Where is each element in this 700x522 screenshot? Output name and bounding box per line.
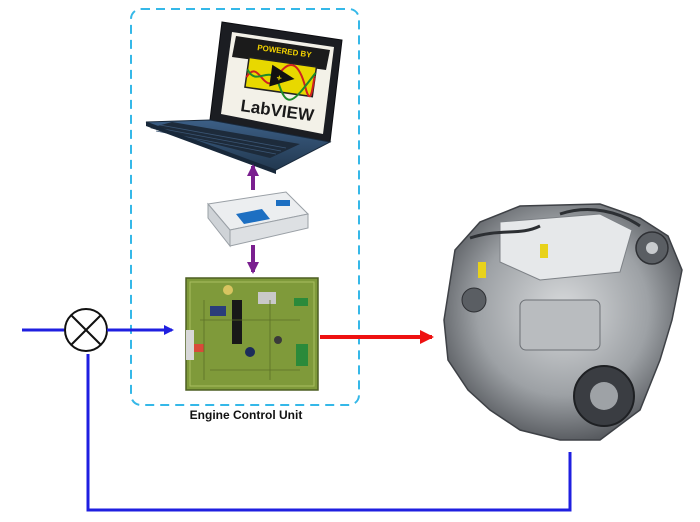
ecu-caption: Engine Control Unit xyxy=(189,408,303,422)
labview-waveform-icon: + xyxy=(244,56,318,101)
engine-image xyxy=(443,203,683,441)
laptop-labview-image: POWERED BY + LabVIEW xyxy=(145,21,343,174)
svg-text:+: + xyxy=(276,73,283,84)
daq-device-image xyxy=(207,191,310,248)
feedback-path xyxy=(86,354,572,512)
ecu-boundary xyxy=(130,8,360,406)
summing-junction xyxy=(64,308,108,352)
ecu-circuit-board-image xyxy=(185,277,319,391)
